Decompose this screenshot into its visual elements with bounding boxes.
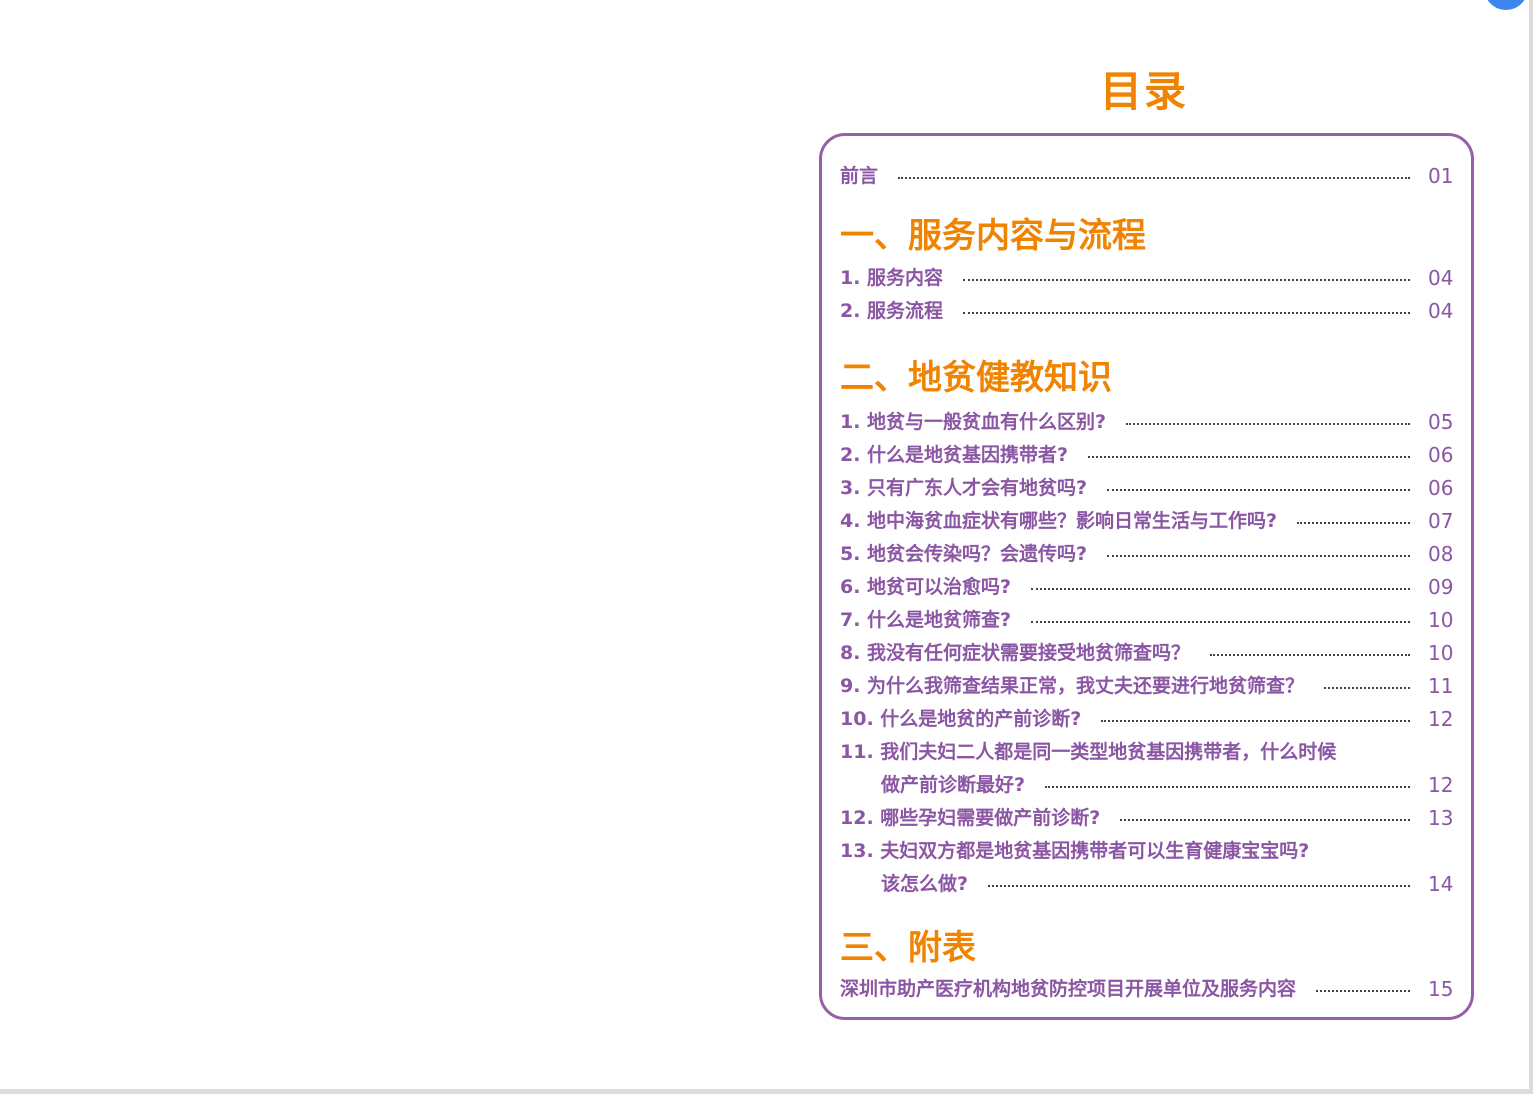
toc-entry[interactable]: 2. 服务流程 04: [840, 295, 1456, 323]
dot-leader: [1107, 489, 1410, 491]
dot-leader: [1210, 654, 1410, 656]
toc-page-number: 13: [1428, 806, 1454, 830]
toc-entry-label: 3. 只有广东人才会有地贫吗?: [840, 477, 1088, 499]
toc-entry[interactable]: 1. 地贫与一般贫血有什么区别? 05: [840, 406, 1456, 434]
dot-leader: [1045, 786, 1410, 788]
toc-page-number: 15: [1428, 977, 1454, 1001]
toc-page-number: 04: [1428, 299, 1454, 323]
toc-page-number: 10: [1428, 608, 1454, 632]
dot-leader: [1101, 720, 1410, 722]
section-heading: 一、服务内容与流程: [840, 216, 1146, 256]
toc-entry-label-line1[interactable]: 11. 我们夫妇二人都是同一类型地贫基因携带者，什么时候: [840, 736, 1456, 764]
toc-page-number: 06: [1428, 476, 1454, 500]
dot-leader: [1297, 522, 1410, 524]
toc-page-number: 05: [1428, 410, 1454, 434]
dot-leader: [963, 312, 1410, 314]
toc-entry-label: 4. 地中海贫血症状有哪些？影响日常生活与工作吗?: [840, 510, 1278, 532]
toc-entry-label: 前言: [840, 165, 879, 187]
toc-page-number: 06: [1428, 443, 1454, 467]
dot-leader: [1088, 456, 1410, 458]
page-title: 目录: [1100, 67, 1189, 116]
dot-leader: [1031, 588, 1410, 590]
toc-entry-label: 8. 我没有任何症状需要接受地贫筛查吗？: [840, 642, 1191, 664]
floating-action-button[interactable]: [1484, 0, 1528, 10]
toc-entry-label-line1[interactable]: 13. 夫妇双方都是地贫基因携带者可以生育健康宝宝吗?: [840, 835, 1456, 863]
toc-entry-label: 1. 地贫与一般贫血有什么区别?: [840, 411, 1107, 433]
toc-page-number: 12: [1428, 707, 1454, 731]
toc-entry[interactable]: 10. 什么是地贫的产前诊断? 12: [840, 703, 1456, 731]
page-bottom-edge: [0, 1089, 1533, 1094]
section-heading: 三、附表: [840, 928, 976, 968]
toc-page-number: 08: [1428, 542, 1454, 566]
dot-leader: [988, 885, 1410, 887]
toc-page-number: 09: [1428, 575, 1454, 599]
section-heading: 二、地贫健教知识: [840, 358, 1112, 398]
toc-frame: [819, 133, 1474, 1020]
toc-entry-label: 12. 哪些孕妇需要做产前诊断?: [840, 807, 1101, 829]
toc-entry[interactable]: 1. 服务内容 04: [840, 262, 1456, 290]
toc-entry[interactable]: 5. 地贫会传染吗？会遗传吗? 08: [840, 538, 1456, 566]
toc-entry[interactable]: 6. 地贫可以治愈吗? 09: [840, 571, 1456, 599]
toc-entry-label: 1. 服务内容: [840, 267, 944, 289]
toc-entry[interactable]: 做产前诊断最好? 12: [840, 769, 1456, 797]
dot-leader: [963, 279, 1410, 281]
toc-entry-label: 9. 为什么我筛查结果正常，我丈夫还要进行地贫筛查？: [840, 675, 1305, 697]
toc-page-number: 12: [1428, 773, 1454, 797]
scrollbar-edge: [1529, 0, 1533, 1094]
toc-page-number: 07: [1428, 509, 1454, 533]
dot-leader: [1031, 621, 1410, 623]
toc-page-number: 11: [1428, 674, 1454, 698]
toc-page-number: 04: [1428, 266, 1454, 290]
dot-leader: [1107, 555, 1410, 557]
toc-entry-label-cont: 该怎么做?: [881, 873, 969, 895]
toc-entry-label: 2. 服务流程: [840, 300, 944, 322]
toc-entry-label: 10. 什么是地贫的产前诊断?: [840, 708, 1082, 730]
toc-page-number: 10: [1428, 641, 1454, 665]
toc-entry[interactable]: 4. 地中海贫血症状有哪些？影响日常生活与工作吗? 07: [840, 505, 1456, 533]
toc-entry[interactable]: 2. 什么是地贫基因携带者? 06: [840, 439, 1456, 467]
toc-entry[interactable]: 9. 为什么我筛查结果正常，我丈夫还要进行地贫筛查？ 11: [840, 670, 1456, 698]
dot-leader: [1126, 423, 1410, 425]
dot-leader: [898, 177, 1410, 179]
toc-entry[interactable]: 12. 哪些孕妇需要做产前诊断? 13: [840, 802, 1456, 830]
toc-entry-label: 5. 地贫会传染吗？会遗传吗?: [840, 543, 1088, 565]
toc-entry-label: 11. 我们夫妇二人都是同一类型地贫基因携带者，什么时候: [840, 741, 1337, 763]
toc-entry-label: 13. 夫妇双方都是地贫基因携带者可以生育健康宝宝吗?: [840, 840, 1310, 862]
toc-page-number: 14: [1428, 872, 1454, 896]
dot-leader: [1316, 990, 1410, 992]
toc-entry-label: 6. 地贫可以治愈吗?: [840, 576, 1012, 598]
toc-entry-label: 2. 什么是地贫基因携带者?: [840, 444, 1069, 466]
dot-leader: [1324, 687, 1410, 689]
toc-entry[interactable]: 8. 我没有任何症状需要接受地贫筛查吗？ 10: [840, 637, 1456, 665]
toc-entry-label: 深圳市助产医疗机构地贫防控项目开展单位及服务内容: [840, 978, 1297, 1000]
toc-entry[interactable]: 深圳市助产医疗机构地贫防控项目开展单位及服务内容 15: [840, 973, 1456, 1001]
toc-entry-label: 7. 什么是地贫筛查?: [840, 609, 1012, 631]
toc-entry[interactable]: 7. 什么是地贫筛查? 10: [840, 604, 1456, 632]
dot-leader: [1120, 819, 1410, 821]
toc-entry[interactable]: 该怎么做? 14: [840, 868, 1456, 896]
toc-entry[interactable]: 前言 01: [840, 160, 1456, 188]
toc-page-number: 01: [1428, 164, 1454, 188]
toc-entry[interactable]: 3. 只有广东人才会有地贫吗? 06: [840, 472, 1456, 500]
toc-entry-label-cont: 做产前诊断最好?: [881, 774, 1026, 796]
